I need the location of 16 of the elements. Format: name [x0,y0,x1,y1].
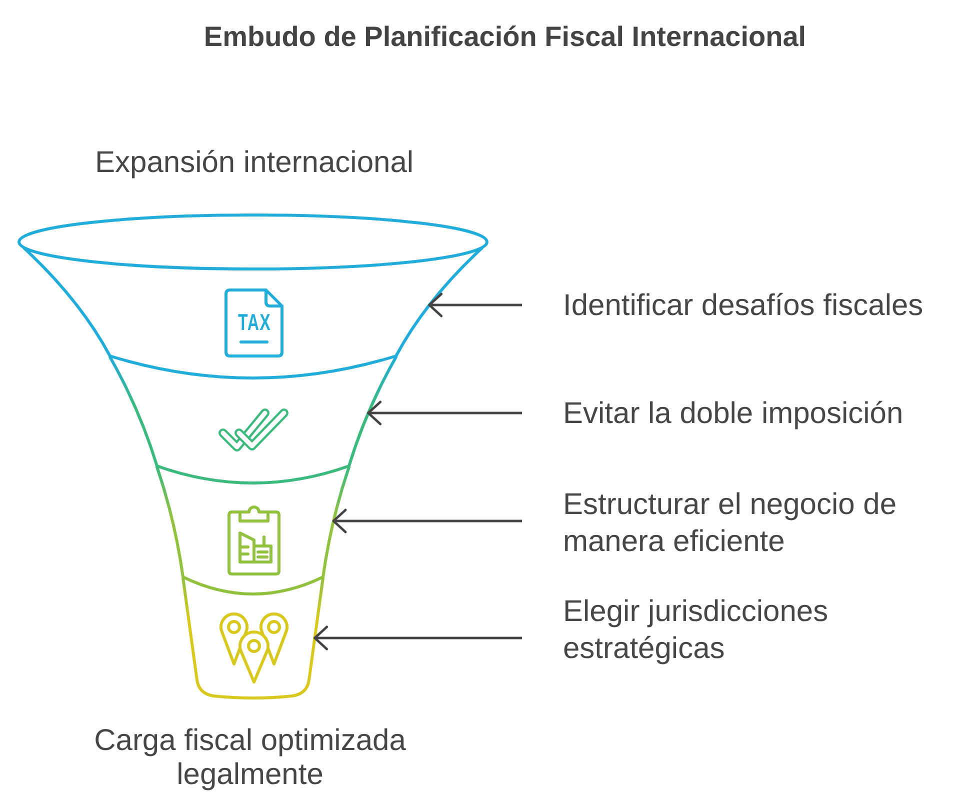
funnel-bottom-label: Carga fiscal optimizada legalmente [93,724,407,792]
arrow [367,400,522,426]
diagram-title: Embudo de Planificación Fiscal Internacional [202,20,808,54]
document-text: TAX [238,314,272,331]
arrow [332,508,522,534]
funnel-section [181,576,325,700]
funnel-section [108,355,398,485]
funnel-section [155,465,351,596]
arrow [428,292,522,318]
step-label: Estructurar el negocio de manera eficiente [563,486,948,560]
step-label: Evitar la doble imposición [563,394,948,432]
step-label: Elegir jurisdicciones estratégicas [563,592,948,666]
step-label: Identificar desafíos fiscales [563,286,948,324]
arrow [314,626,522,650]
funnel-top-label: Expansión internacional [95,144,415,180]
funnel-section [17,213,489,380]
